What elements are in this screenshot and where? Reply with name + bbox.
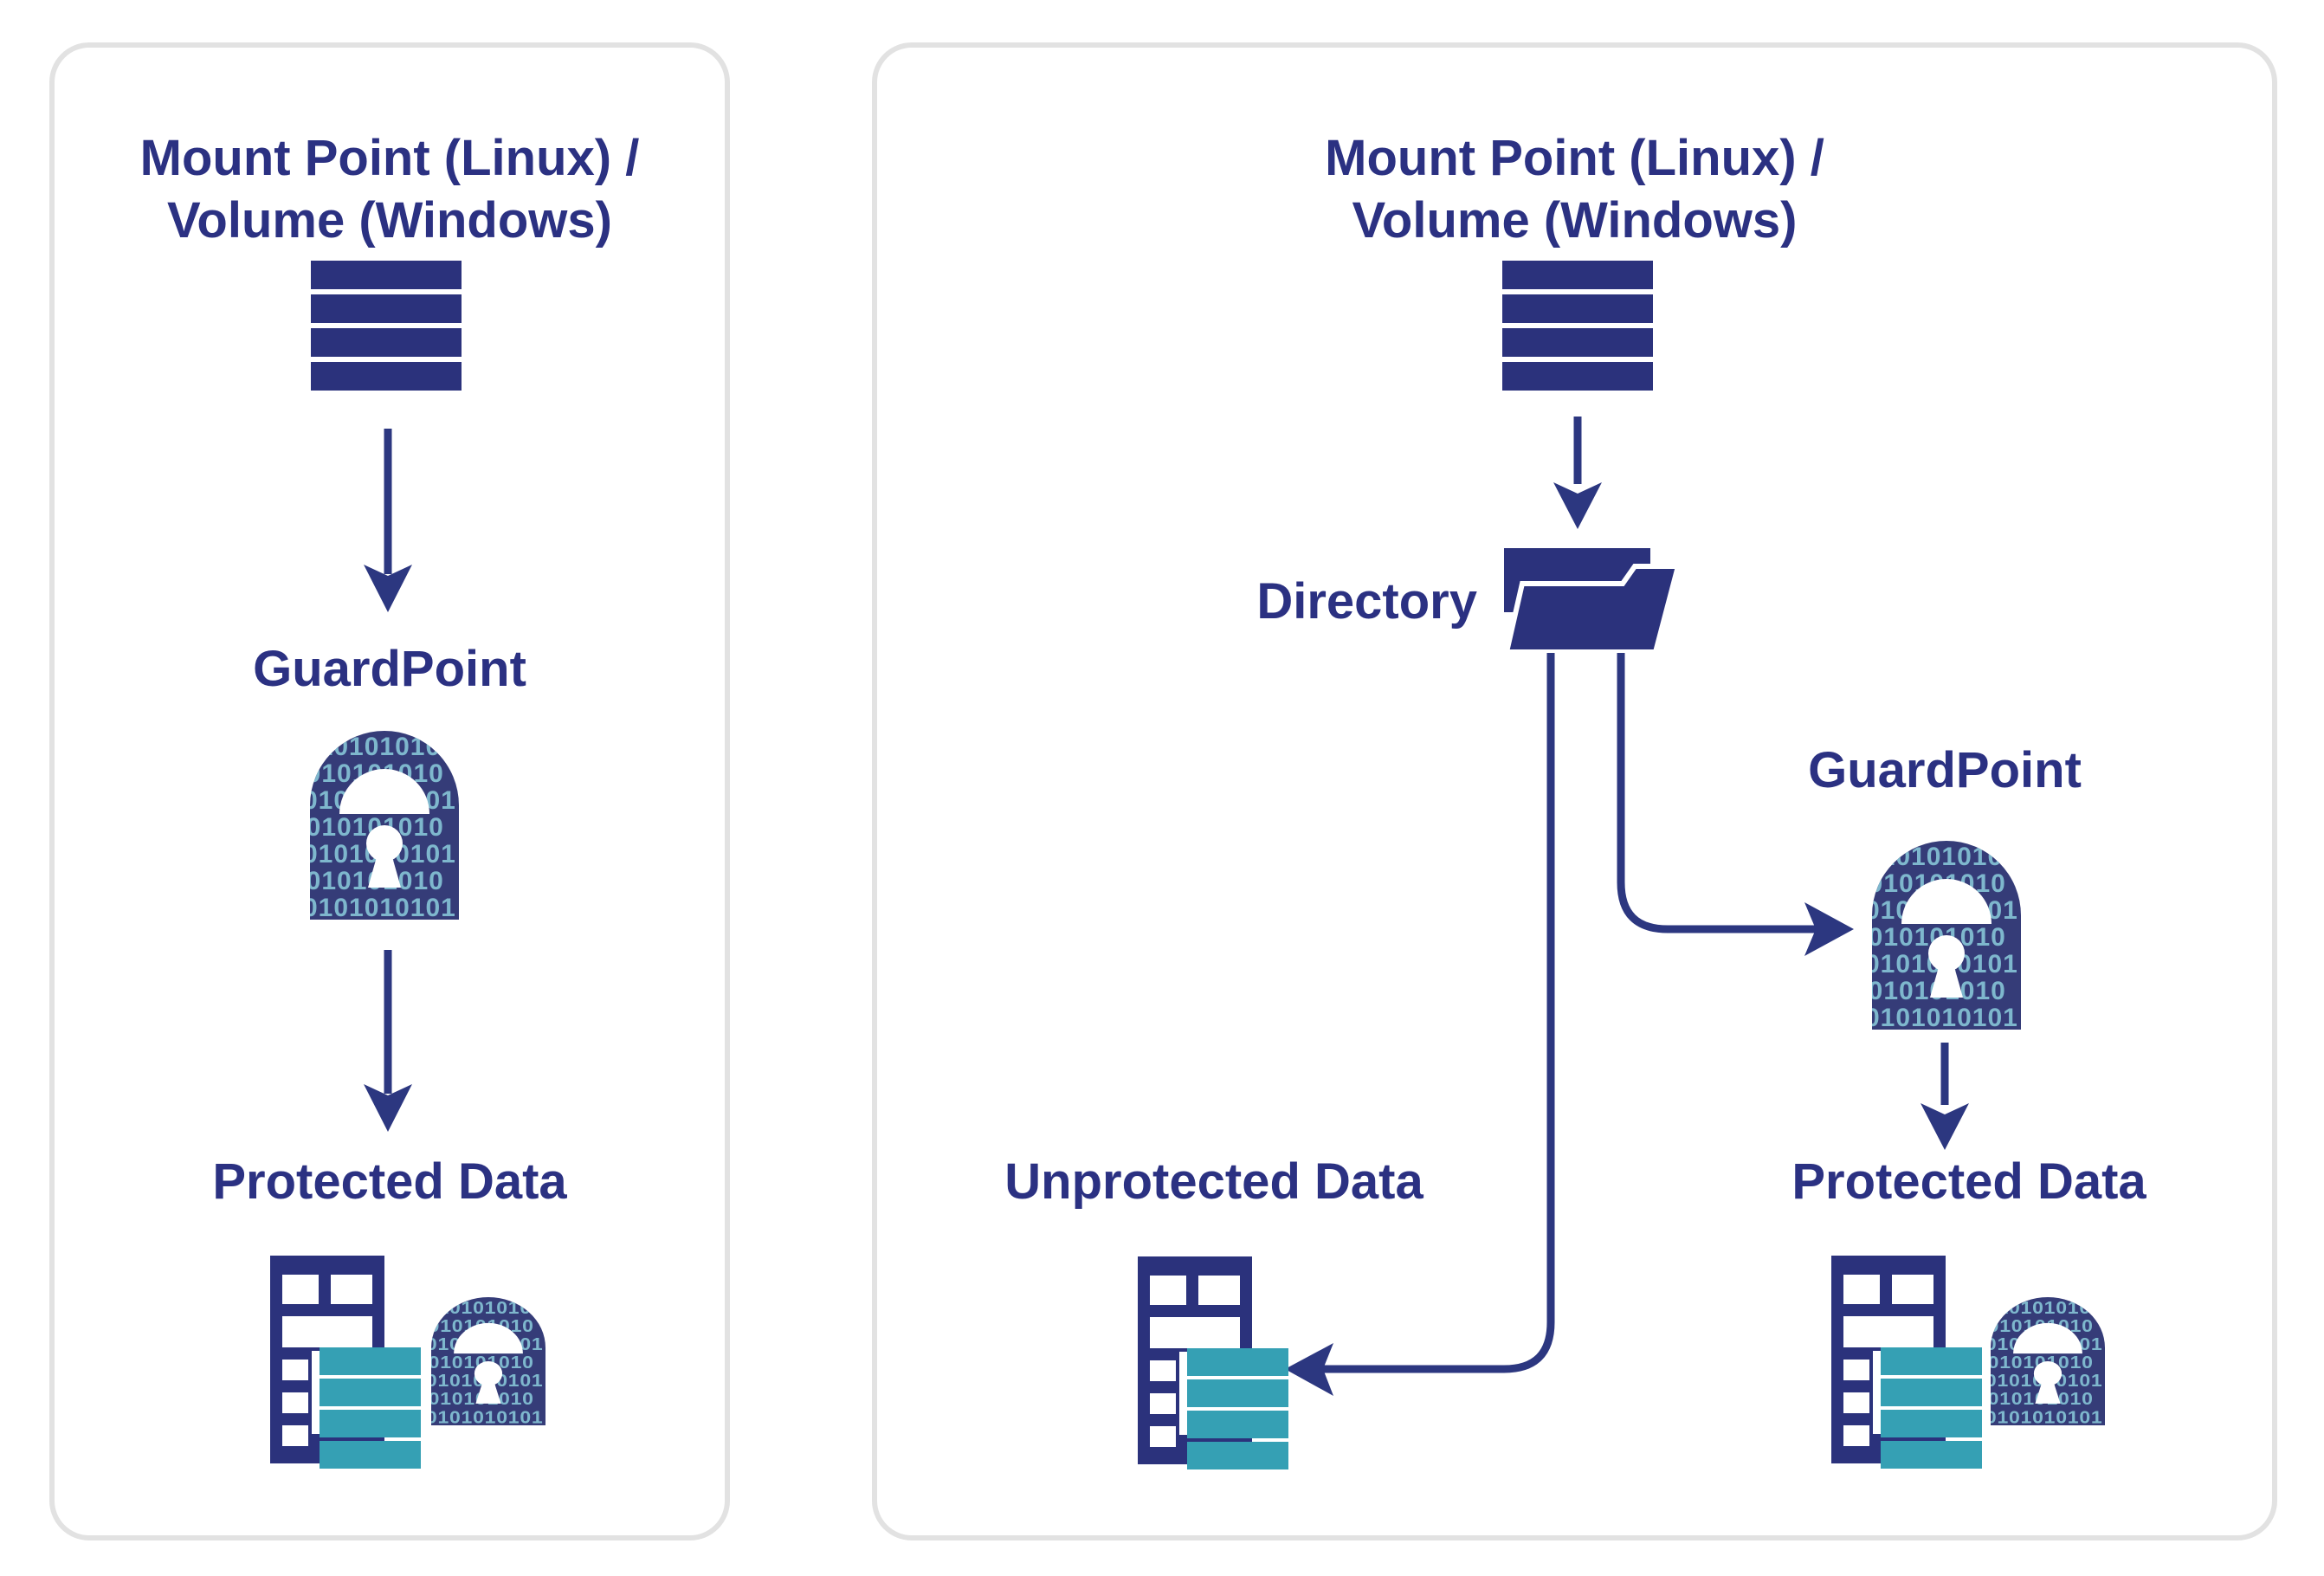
volume-stack-icon — [311, 261, 462, 391]
binary-row: 0101010101 — [1991, 1407, 2102, 1425]
binary-row: 0101010101 — [310, 733, 456, 761]
binary-row: 0101010101 — [1872, 1004, 2018, 1030]
volume-stack-icon — [1502, 261, 1653, 391]
right-title-line1: Mount Point (Linux) / — [1325, 130, 1824, 186]
arrow-volume-to-directory-icon — [1553, 417, 1602, 529]
right-protected-data-label: Protected Data — [1791, 1153, 2146, 1210]
arrow-directory-to-guardpoint-icon — [1617, 653, 1854, 956]
right-panel: Mount Point (Linux) / Volume (Windows) D… — [872, 42, 2277, 1540]
right-guardpoint-label: GuardPoint — [1808, 742, 2082, 798]
binary-row: 0101010101 — [1991, 1297, 2102, 1317]
right-title-line2: Volume (Windows) — [1352, 192, 1798, 249]
data-stack-icon — [1881, 1347, 1982, 1469]
binary-row: 0101010101 — [431, 1297, 543, 1317]
data-stack-icon — [320, 1347, 421, 1469]
arrow-guardpoint-to-data-icon — [1921, 1043, 1969, 1150]
arrow-directory-to-unprotected-icon — [1285, 653, 1555, 1396]
binary-row: 0101010101 — [310, 894, 456, 920]
left-guardpoint-label: GuardPoint — [253, 641, 526, 697]
right-panel-title: Mount Point (Linux) / Volume (Windows) — [877, 127, 2272, 252]
unprotected-data-label: Unprotected Data — [1004, 1153, 1423, 1210]
binary-row: 0101010101 — [431, 1407, 543, 1425]
binary-row: 0101010101 — [1872, 843, 2018, 871]
left-title-line2: Volume (Windows) — [167, 192, 612, 249]
left-panel: Mount Point (Linux) / Volume (Windows) G… — [49, 42, 730, 1540]
directory-label: Directory — [1256, 573, 1477, 630]
directory-folder-icon — [1504, 548, 1678, 655]
arrow-guardpoint-to-data-icon — [364, 950, 412, 1132]
left-title-line1: Mount Point (Linux) / — [139, 130, 640, 186]
left-panel-title: Mount Point (Linux) / Volume (Windows) — [55, 127, 725, 252]
unprotected-data-stack-icon — [1187, 1348, 1288, 1469]
arrow-volume-to-guardpoint-icon — [364, 429, 412, 612]
left-protected-data-label: Protected Data — [212, 1153, 567, 1210]
